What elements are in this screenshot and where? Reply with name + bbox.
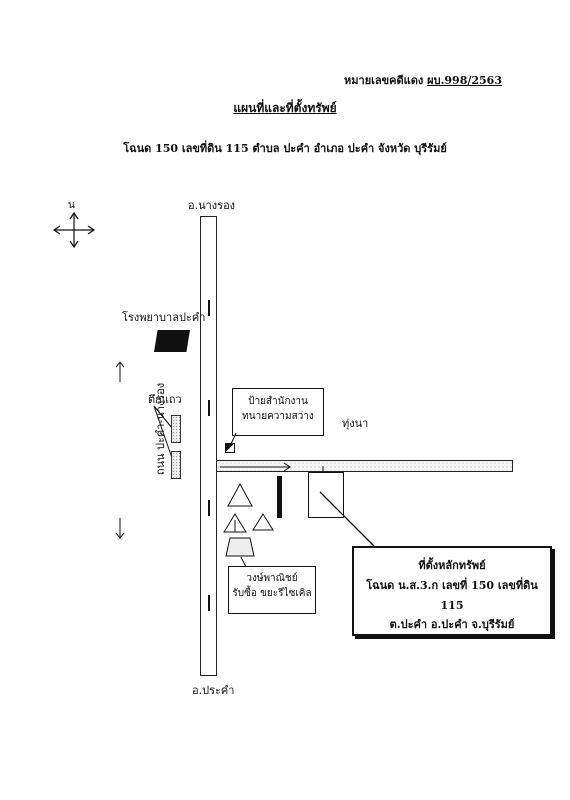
property-deed: โฉนด น.ส.3.ก เลขที่ 150 เลขที่ดิน 115 bbox=[366, 578, 538, 612]
page-title: แผนที่และที่ตั้งทรัพย์ bbox=[233, 101, 337, 115]
hospital-building bbox=[154, 330, 190, 352]
property-info-box: ที่ตั้งหลักทรัพย์ โฉนด น.ส.3.ก เลขที่ 15… bbox=[352, 546, 552, 636]
sign-marker bbox=[225, 443, 235, 453]
recycle-shop-sign: วงษ์พาณิชย์ รับซื้อ ขยะรีไซเคิล bbox=[228, 566, 316, 614]
row-house-building bbox=[171, 415, 181, 443]
paddy-label: ทุ่งนา bbox=[342, 417, 369, 430]
arrow-up-icon bbox=[115, 361, 125, 382]
lawyer-office-sign: ป้ายสำนักงาน ทนายความสว่าง bbox=[232, 388, 324, 436]
case-number-value: ผบ.998/2563 bbox=[427, 74, 502, 87]
hospital-label: โรงพยาบาลปะคำ bbox=[122, 311, 206, 324]
row-houses-label: ตึกแถว bbox=[148, 393, 182, 406]
road-dash bbox=[208, 595, 210, 611]
compass-icon bbox=[52, 211, 96, 249]
arrow-down-icon bbox=[115, 518, 125, 539]
case-number: หมายเลขคดีแดง ผบ.998/2563 bbox=[344, 71, 502, 89]
main-road bbox=[200, 216, 217, 676]
deed-subtitle: โฉนด 150 เลขที่ดิน 115 ตำบล ปะคำ อำเภอ ป… bbox=[123, 142, 447, 155]
row-house-building bbox=[171, 451, 181, 479]
pointer-lines bbox=[153, 405, 173, 459]
pointer-line bbox=[319, 491, 375, 547]
fence-marker bbox=[277, 476, 282, 518]
road-top-label: อ.นางรอง bbox=[188, 199, 236, 212]
property-location: ต.ปะคำ อ.ปะคำ จ.บุรีรัมย์ bbox=[389, 618, 515, 632]
road-dash bbox=[208, 300, 210, 316]
road-dash bbox=[208, 400, 210, 416]
shop-line: รับซื้อ ขยะรีไซเคิล bbox=[232, 587, 312, 599]
trees-icon bbox=[223, 482, 274, 557]
property-heading: ที่ตั้งหลักทรัพย์ bbox=[418, 559, 486, 572]
sign-line: ทนายความสว่าง bbox=[242, 410, 314, 422]
pointer-line bbox=[240, 556, 247, 568]
side-road bbox=[216, 460, 513, 472]
pointer-line bbox=[230, 432, 237, 445]
arrow-right-icon bbox=[220, 462, 291, 472]
shop-line: วงษ์พาณิชย์ bbox=[246, 573, 298, 584]
case-number-label: หมายเลขคดีแดง bbox=[344, 74, 424, 87]
road-bottom-label: อ.ประคำ bbox=[192, 684, 235, 697]
sign-line: ป้ายสำนักงาน bbox=[248, 396, 308, 407]
road-dash bbox=[208, 500, 210, 516]
north-label: น bbox=[68, 200, 75, 211]
